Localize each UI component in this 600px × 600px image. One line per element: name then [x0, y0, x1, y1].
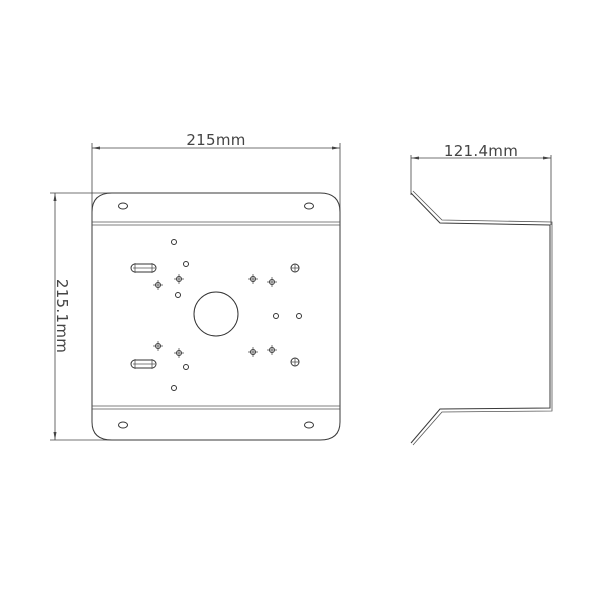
- small-hole: [171, 239, 177, 245]
- threaded-hole: [174, 274, 184, 284]
- mounting-hole-top-right: [304, 202, 314, 210]
- mounting-hole-top-left: [118, 202, 128, 210]
- plate-outline: [91, 192, 341, 441]
- mounting-hole-bottom-right: [304, 421, 314, 429]
- threaded-hole: [248, 347, 258, 357]
- side-view: 121.4mm: [410, 142, 553, 446]
- arrow-down-icon: [53, 432, 57, 440]
- mounting-hole-bottom-left: [118, 421, 128, 429]
- bracket-profile: [410, 190, 553, 446]
- front-view: 215mm 215.1mm: [50, 131, 341, 441]
- threaded-hole: [267, 277, 277, 287]
- height-dimension: 215.1mm: [50, 192, 130, 441]
- threaded-hole: [153, 341, 163, 351]
- arrow-right-icon: [543, 156, 551, 160]
- crosshair-holes: [153, 263, 300, 367]
- arrow-left-icon: [411, 156, 419, 160]
- threaded-hole: [267, 345, 277, 355]
- threaded-hole: [174, 348, 184, 358]
- threaded-hole: [153, 280, 163, 290]
- threaded-hole: [290, 357, 300, 367]
- arrow-left-icon: [92, 146, 100, 150]
- small-hole: [175, 292, 181, 298]
- bend-line-top: [92, 221, 340, 226]
- small-hole: [296, 313, 302, 319]
- width-label: 215mm: [186, 131, 245, 149]
- depth-dimension: 121.4mm: [410, 142, 552, 225]
- small-hole: [171, 385, 177, 391]
- threaded-hole: [290, 263, 300, 273]
- center-cable-hole: [193, 291, 239, 337]
- small-hole: [273, 313, 279, 319]
- slot-upper: [130, 263, 157, 273]
- small-hole: [183, 261, 189, 267]
- arrow-up-icon: [53, 193, 57, 201]
- small-holes: [171, 239, 302, 391]
- threaded-hole: [248, 274, 258, 284]
- small-hole: [183, 364, 189, 370]
- bend-line-bottom: [92, 405, 340, 410]
- width-dimension: 215mm: [91, 131, 341, 212]
- depth-label: 121.4mm: [444, 142, 518, 160]
- height-label: 215.1mm: [53, 279, 71, 353]
- arrow-right-icon: [332, 146, 340, 150]
- slot-lower: [130, 359, 157, 369]
